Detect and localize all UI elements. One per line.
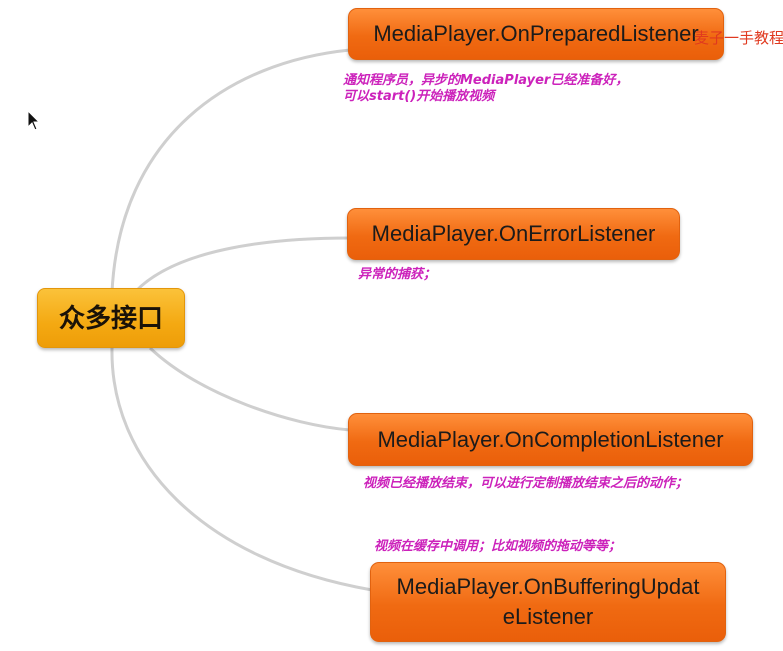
topic-completion-listener[interactable]: MediaPlayer.OnCompletionListener xyxy=(348,413,753,466)
topic-note: 通知程序员，异步的MediaPlayer已经准备好， 可以start()开始播放… xyxy=(343,73,629,104)
connector-line xyxy=(133,236,351,294)
topic-label: MediaPlayer.OnPreparedListener xyxy=(373,21,699,46)
topic-prepared-listener[interactable]: MediaPlayer.OnPreparedListener xyxy=(348,8,724,60)
topic-note: 异常的捕获； xyxy=(358,267,437,282)
root-topic-label: 众多接口 xyxy=(58,303,163,333)
connector-line xyxy=(110,347,373,592)
topic-buffering-update-listener[interactable]: MediaPlayer.OnBufferingUpdat eListener xyxy=(370,562,726,642)
watermark: 麦子一手教程 xyxy=(694,29,783,47)
topic-label: MediaPlayer.OnErrorListener xyxy=(371,221,656,246)
topic-label: MediaPlayer.OnCompletionListener xyxy=(377,426,724,452)
topic-note: 视频在缓存中调用；比如视频的拖动等等； xyxy=(374,539,622,554)
mouse-pointer-icon xyxy=(27,110,41,131)
connector-line xyxy=(148,346,351,432)
root-topic[interactable]: 众多接口 xyxy=(37,288,185,348)
topic-error-listener[interactable]: MediaPlayer.OnErrorListener xyxy=(347,208,680,260)
connector-line xyxy=(110,48,351,293)
topic-note: 视频已经播放结束，可以进行定制播放结束之后的动作； xyxy=(363,476,689,491)
topic-label: MediaPlayer.OnBufferingUpdat eListener xyxy=(396,574,700,629)
